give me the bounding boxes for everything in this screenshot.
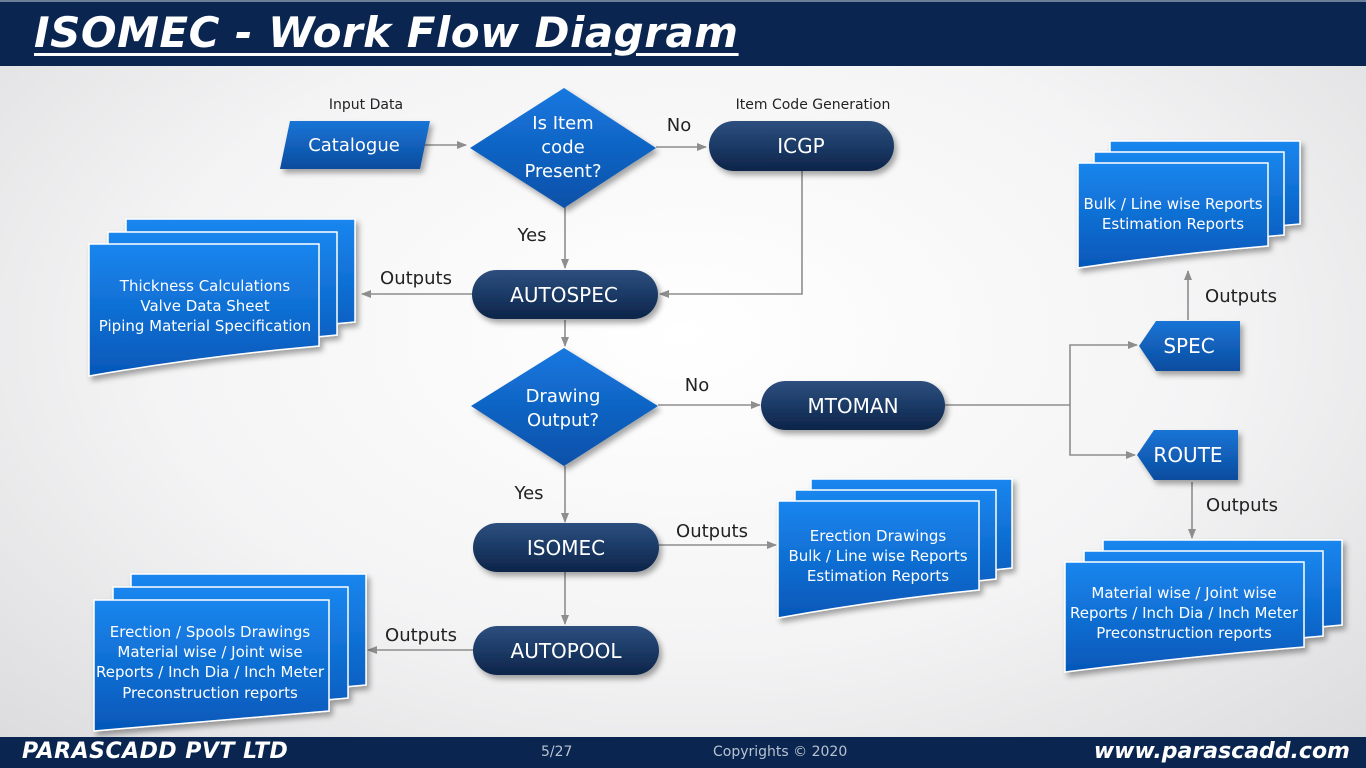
isomec-terminator: ISOMEC [473, 523, 659, 572]
outputs-label-isomec: Outputs [676, 521, 748, 542]
arrow-mtoman-to-route [1069, 405, 1136, 459]
isomec-doc-line1: Erection Drawings [810, 527, 947, 545]
yes-label-item: Yes [516, 225, 546, 246]
spec-doc-line2: Estimation Reports [1102, 215, 1244, 233]
decision-drawing-line1: Drawing [526, 386, 601, 407]
decision-drawing-line2: Output? [527, 410, 599, 431]
arrow-mtoman-to-spec [945, 341, 1138, 406]
autospec-documents: Thickness Calculations Valve Data Sheet … [88, 218, 356, 377]
outputs-label-route: Outputs [1206, 495, 1278, 516]
autopool-doc-line2: Material wise / Joint wise [117, 643, 302, 661]
arrow-icgp-to-autospec [659, 170, 803, 298]
autopool-doc-line1: Erection / Spools Drawings [110, 623, 311, 641]
company-name: PARASCADD PVT LTD [22, 739, 289, 764]
spec-label: SPEC [1163, 334, 1214, 358]
route-doc-line1: Material wise / Joint wise [1091, 584, 1276, 602]
catalogue-input: Catalogue [280, 121, 430, 169]
decision-item-line3: Present? [524, 161, 601, 182]
isomec-doc-line2: Bulk / Line wise Reports [788, 547, 967, 565]
autopool-terminator: AUTOPOOL [473, 626, 659, 675]
item-code-generation-label: Item Code Generation [736, 97, 891, 113]
autospec-label: AUTOSPEC [510, 283, 618, 307]
autospec-doc-line3: Piping Material Specification [99, 317, 311, 335]
outputs-label-autospec: Outputs [380, 268, 452, 289]
footer-bar: PARASCADD PVT LTD 5/27 Copyrights © 2020… [0, 737, 1366, 768]
icgp-terminator: ICGP [709, 121, 894, 171]
autospec-doc-line2: Valve Data Sheet [140, 297, 269, 315]
mtoman-terminator: MTOMAN [761, 381, 945, 430]
website-link[interactable]: www.parascadd.com [1093, 739, 1350, 764]
decision-item-line2: code [541, 137, 584, 158]
yes-label-drawing: Yes [513, 483, 543, 504]
connectors [361, 141, 1196, 654]
page-title: ISOMEC - Work Flow Diagram [34, 8, 739, 57]
autospec-terminator: AUTOSPEC [472, 270, 658, 319]
no-label-drawing: No [685, 375, 709, 396]
catalogue-label: Catalogue [308, 135, 400, 156]
no-label-item: No [667, 115, 691, 136]
outputs-label-spec: Outputs [1205, 286, 1277, 307]
input-data-label: Input Data [329, 97, 403, 113]
spec-documents: Bulk / Line wise Reports Estimation Repo… [1077, 140, 1301, 269]
icgp-label: ICGP [777, 134, 824, 158]
autopool-doc-line3: Reports / Inch Dia / Inch Meter [96, 663, 325, 681]
decision-drawing-output: Drawing Output? [471, 348, 658, 466]
autopool-doc-line4: Preconstruction reports [122, 684, 298, 702]
route-documents: Material wise / Joint wise Reports / Inc… [1064, 539, 1343, 673]
page-number: 5/27 [541, 744, 573, 760]
route-node: ROUTE [1137, 430, 1238, 480]
isomec-documents: Erection Drawings Bulk / Line wise Repor… [777, 478, 1013, 619]
autopool-label: AUTOPOOL [511, 639, 623, 663]
decision-item-line1: Is Item [532, 113, 593, 134]
spec-node: SPEC [1139, 321, 1240, 371]
copyright-text: Copyrights © 2020 [713, 744, 848, 760]
isomec-doc-line3: Estimation Reports [807, 567, 949, 585]
outputs-label-autopool: Outputs [385, 625, 457, 646]
isomec-label: ISOMEC [527, 536, 605, 560]
autopool-documents: Erection / Spools Drawings Material wise… [93, 573, 367, 732]
mtoman-label: MTOMAN [807, 394, 898, 418]
route-doc-line2: Reports / Inch Dia / Inch Meter [1070, 604, 1299, 622]
title-bar: ISOMEC - Work Flow Diagram [0, 0, 1366, 66]
decision-item-code: Is Item code Present? [470, 88, 656, 208]
route-label: ROUTE [1153, 443, 1222, 467]
route-doc-line3: Preconstruction reports [1096, 624, 1272, 642]
autospec-doc-line1: Thickness Calculations [119, 277, 291, 295]
spec-doc-line1: Bulk / Line wise Reports [1083, 195, 1262, 213]
